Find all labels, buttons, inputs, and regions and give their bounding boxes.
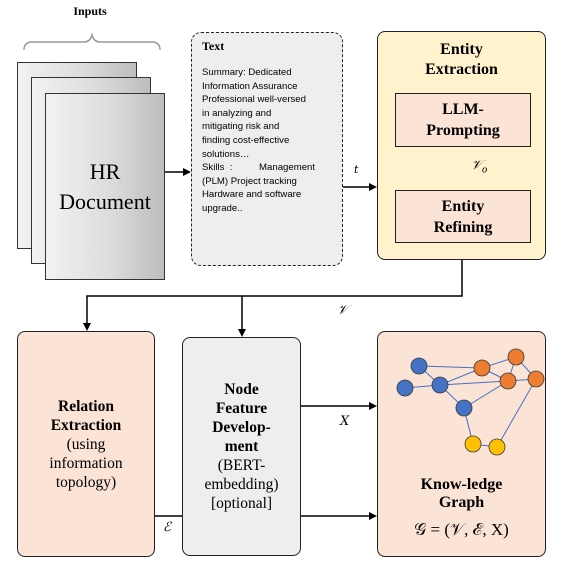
v0-symbol: 𝒱	[471, 158, 482, 173]
entity-extraction-title-line-1: Entity	[440, 41, 483, 58]
hr-document-line-1: HR	[89, 158, 121, 184]
knowledge-graph-box	[377, 331, 546, 557]
graph-node-orange	[527, 370, 545, 388]
text-line: Skills : Management	[202, 162, 316, 174]
knowledge-graph-title-word-1: Know-ledge	[420, 476, 503, 493]
knowledge-graph-drawing	[396, 348, 545, 456]
node-title-line-4: ment	[224, 438, 259, 455]
relation-title-line-1: Relation	[58, 397, 114, 415]
graph-node-orange	[507, 348, 525, 366]
knowledge-graph-title-word-2: Graph	[438, 494, 485, 511]
hr-document: HR Document	[45, 93, 165, 280]
v-label: 𝒱	[337, 303, 348, 318]
llm-prompting-line-2: Prompting	[426, 122, 500, 139]
entity-refining-line-1: Entity	[441, 197, 485, 215]
relation-detail-line-2: information	[49, 454, 123, 472]
text-line: mitigating risk and	[202, 121, 280, 133]
graph-nodes	[396, 348, 545, 456]
graph-node-blue	[431, 376, 449, 394]
text-line: in analyzing and	[202, 107, 272, 119]
text-box: Text Summary: Dedicated Information Assu…	[191, 32, 343, 266]
llm-prompting-line-1: LLM-	[442, 101, 484, 118]
entity-refining-line-2: Refining	[433, 218, 493, 236]
text-line: finding cost-effective	[202, 134, 290, 146]
text-line: Professional well-versed	[202, 94, 306, 106]
text-line: Hardware and software	[202, 189, 302, 201]
text-line: upgrade..	[202, 202, 243, 214]
graph-edge	[463, 380, 509, 409]
graph-node-orange	[473, 359, 491, 377]
entity-refining-box: Entity Refining	[395, 190, 531, 243]
x-label: X	[340, 414, 350, 429]
epsilon-label: ℰ	[163, 520, 171, 535]
v0-subscript: o	[481, 165, 488, 176]
node-feature-box: Node Feature Develop- ment (BERT- embedd…	[182, 337, 301, 556]
node-detail-line-1: (BERT-	[217, 457, 266, 474]
entity-extraction-title-line-2: Extraction	[425, 61, 498, 78]
text-line: solutions…	[202, 148, 250, 160]
graph-node-blue	[410, 357, 428, 375]
inputs-brace	[23, 32, 161, 51]
arrow-entity-to-relation	[86, 260, 463, 324]
graph-edge	[496, 378, 537, 448]
node-title-line-3: Develop-	[212, 419, 271, 436]
entity-extraction-title: Entity Extraction	[378, 40, 545, 80]
v0-label: 𝒱o	[471, 158, 487, 176]
text-line: Information Assurance	[202, 80, 298, 92]
graph-node-yellow	[488, 438, 506, 456]
graph-node-blue	[455, 399, 473, 417]
text-title: Text	[202, 39, 225, 53]
edge-label-t: t	[354, 163, 359, 176]
relation-extraction-box: Relation Extraction (using information t…	[17, 331, 155, 557]
inputs-label: Inputs	[73, 4, 107, 18]
graph-edge	[439, 380, 509, 386]
knowledge-graph-formula: 𝒢 = (𝒱, ℰ, X)	[414, 520, 509, 539]
relation-detail-line-1: (using	[66, 435, 106, 453]
hr-document-line-2: Document	[59, 188, 151, 214]
graph-node-blue	[396, 379, 414, 397]
text-line: (PLM) Project tracking	[202, 175, 297, 187]
graph-node-yellow	[464, 435, 482, 453]
graph-node-orange	[499, 372, 517, 390]
node-detail-line-3: [optional]	[210, 495, 273, 512]
relation-detail-line-3: topology)	[55, 473, 117, 491]
knowledge-graph-title: Know-ledge Graph	[377, 476, 546, 512]
graph-edge	[418, 365, 483, 369]
node-title-line-2: Feature	[215, 400, 268, 417]
text-body: Summary: Dedicated Information Assurance…	[202, 66, 334, 216]
node-title-line-1: Node	[224, 381, 259, 398]
llm-prompting-box: LLM- Prompting	[395, 93, 531, 147]
relation-title-line-2: Extraction	[50, 416, 122, 434]
node-detail-line-2: embedding)	[204, 476, 279, 493]
text-line: Summary: Dedicated	[202, 67, 292, 78]
